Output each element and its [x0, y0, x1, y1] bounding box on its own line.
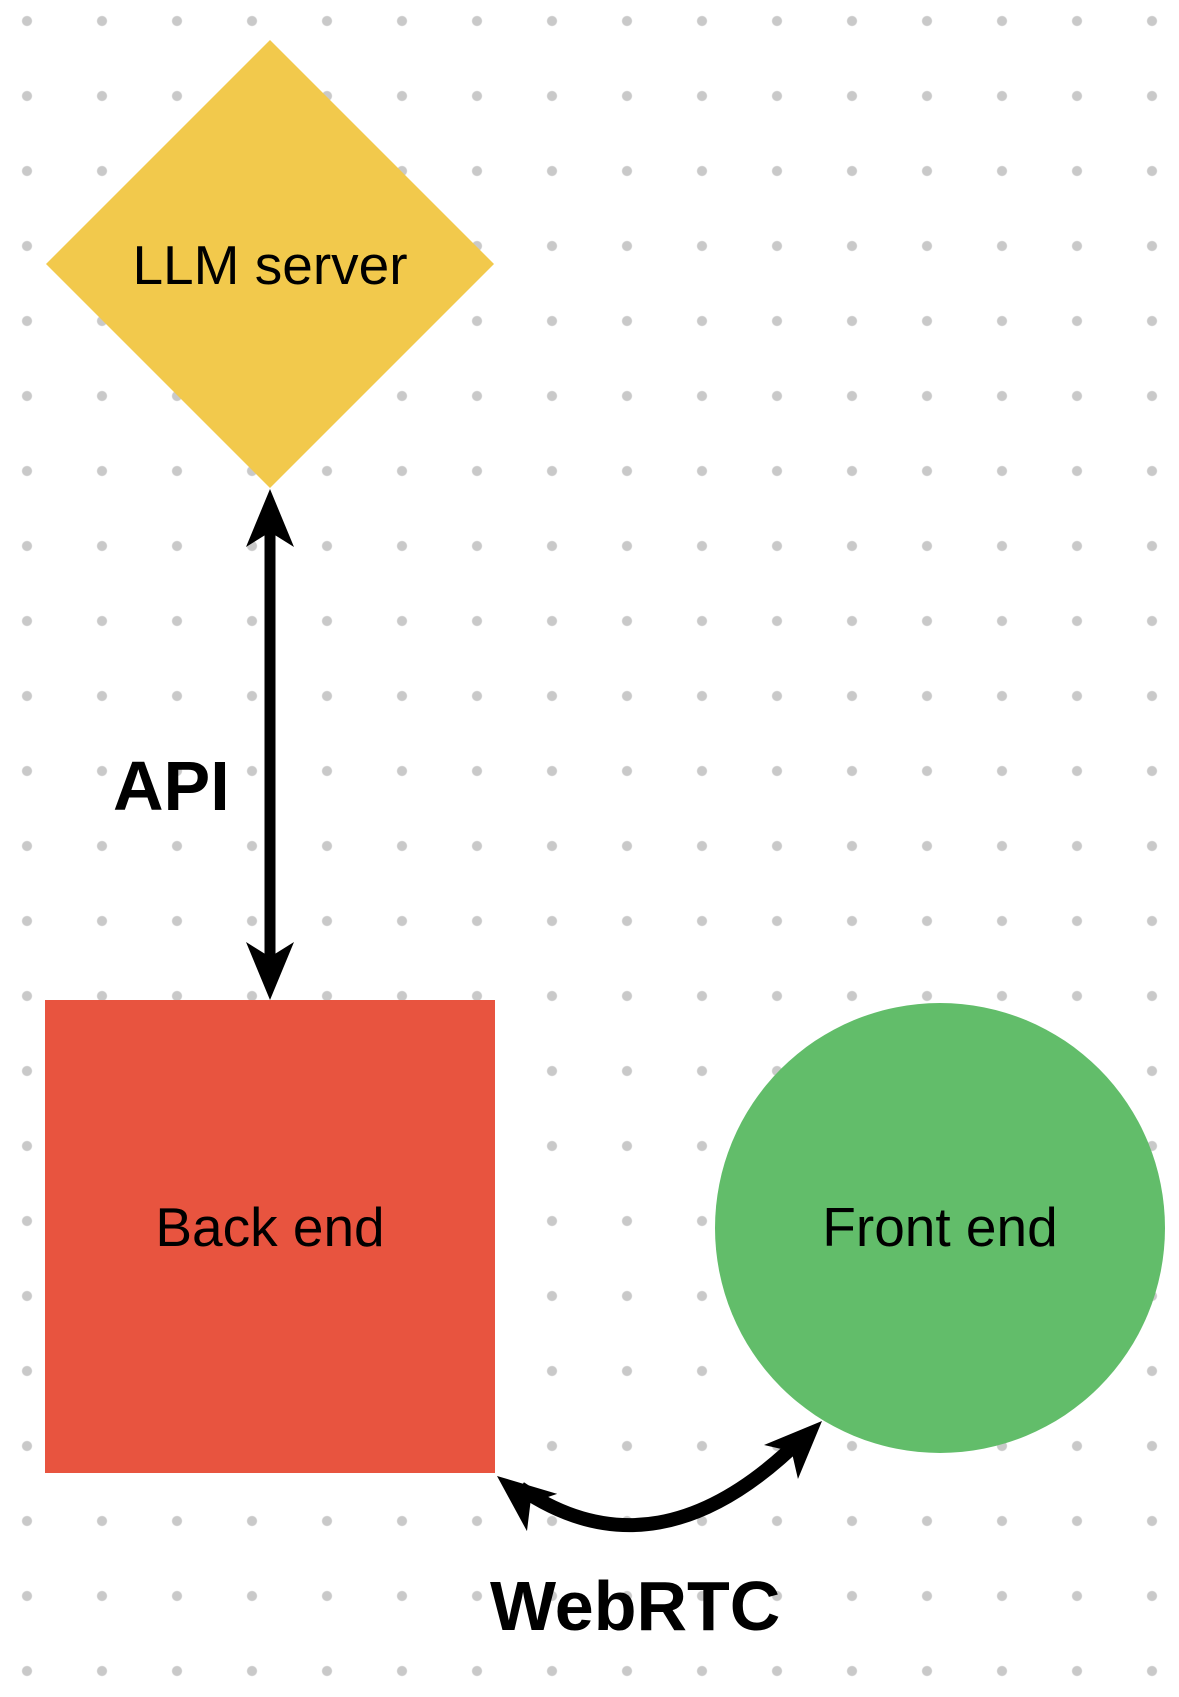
edge-api-arrowhead-top [246, 489, 294, 547]
edge-webrtc-arrowhead-left [497, 1476, 558, 1532]
node-back-end-label: Back end [155, 1196, 384, 1258]
node-front-end-label: Front end [822, 1196, 1057, 1258]
node-front-end-circle[interactable] [715, 1003, 1165, 1453]
edge-webrtc-arrowhead-right [764, 1421, 822, 1479]
edge-api-label: API [113, 747, 230, 825]
edge-api-arrow[interactable] [246, 489, 294, 1000]
edge-api-arrowhead-bottom [246, 942, 294, 1000]
node-llm-server-diamond[interactable] [46, 40, 494, 488]
edge-webrtc-arrow[interactable] [482, 1404, 839, 1532]
node-back-end-square[interactable] [45, 1000, 495, 1473]
edge-webrtc-label: WebRTC [490, 1567, 780, 1645]
node-llm-server-label: LLM server [132, 234, 407, 296]
edge-webrtc-shaft [516, 1433, 807, 1532]
